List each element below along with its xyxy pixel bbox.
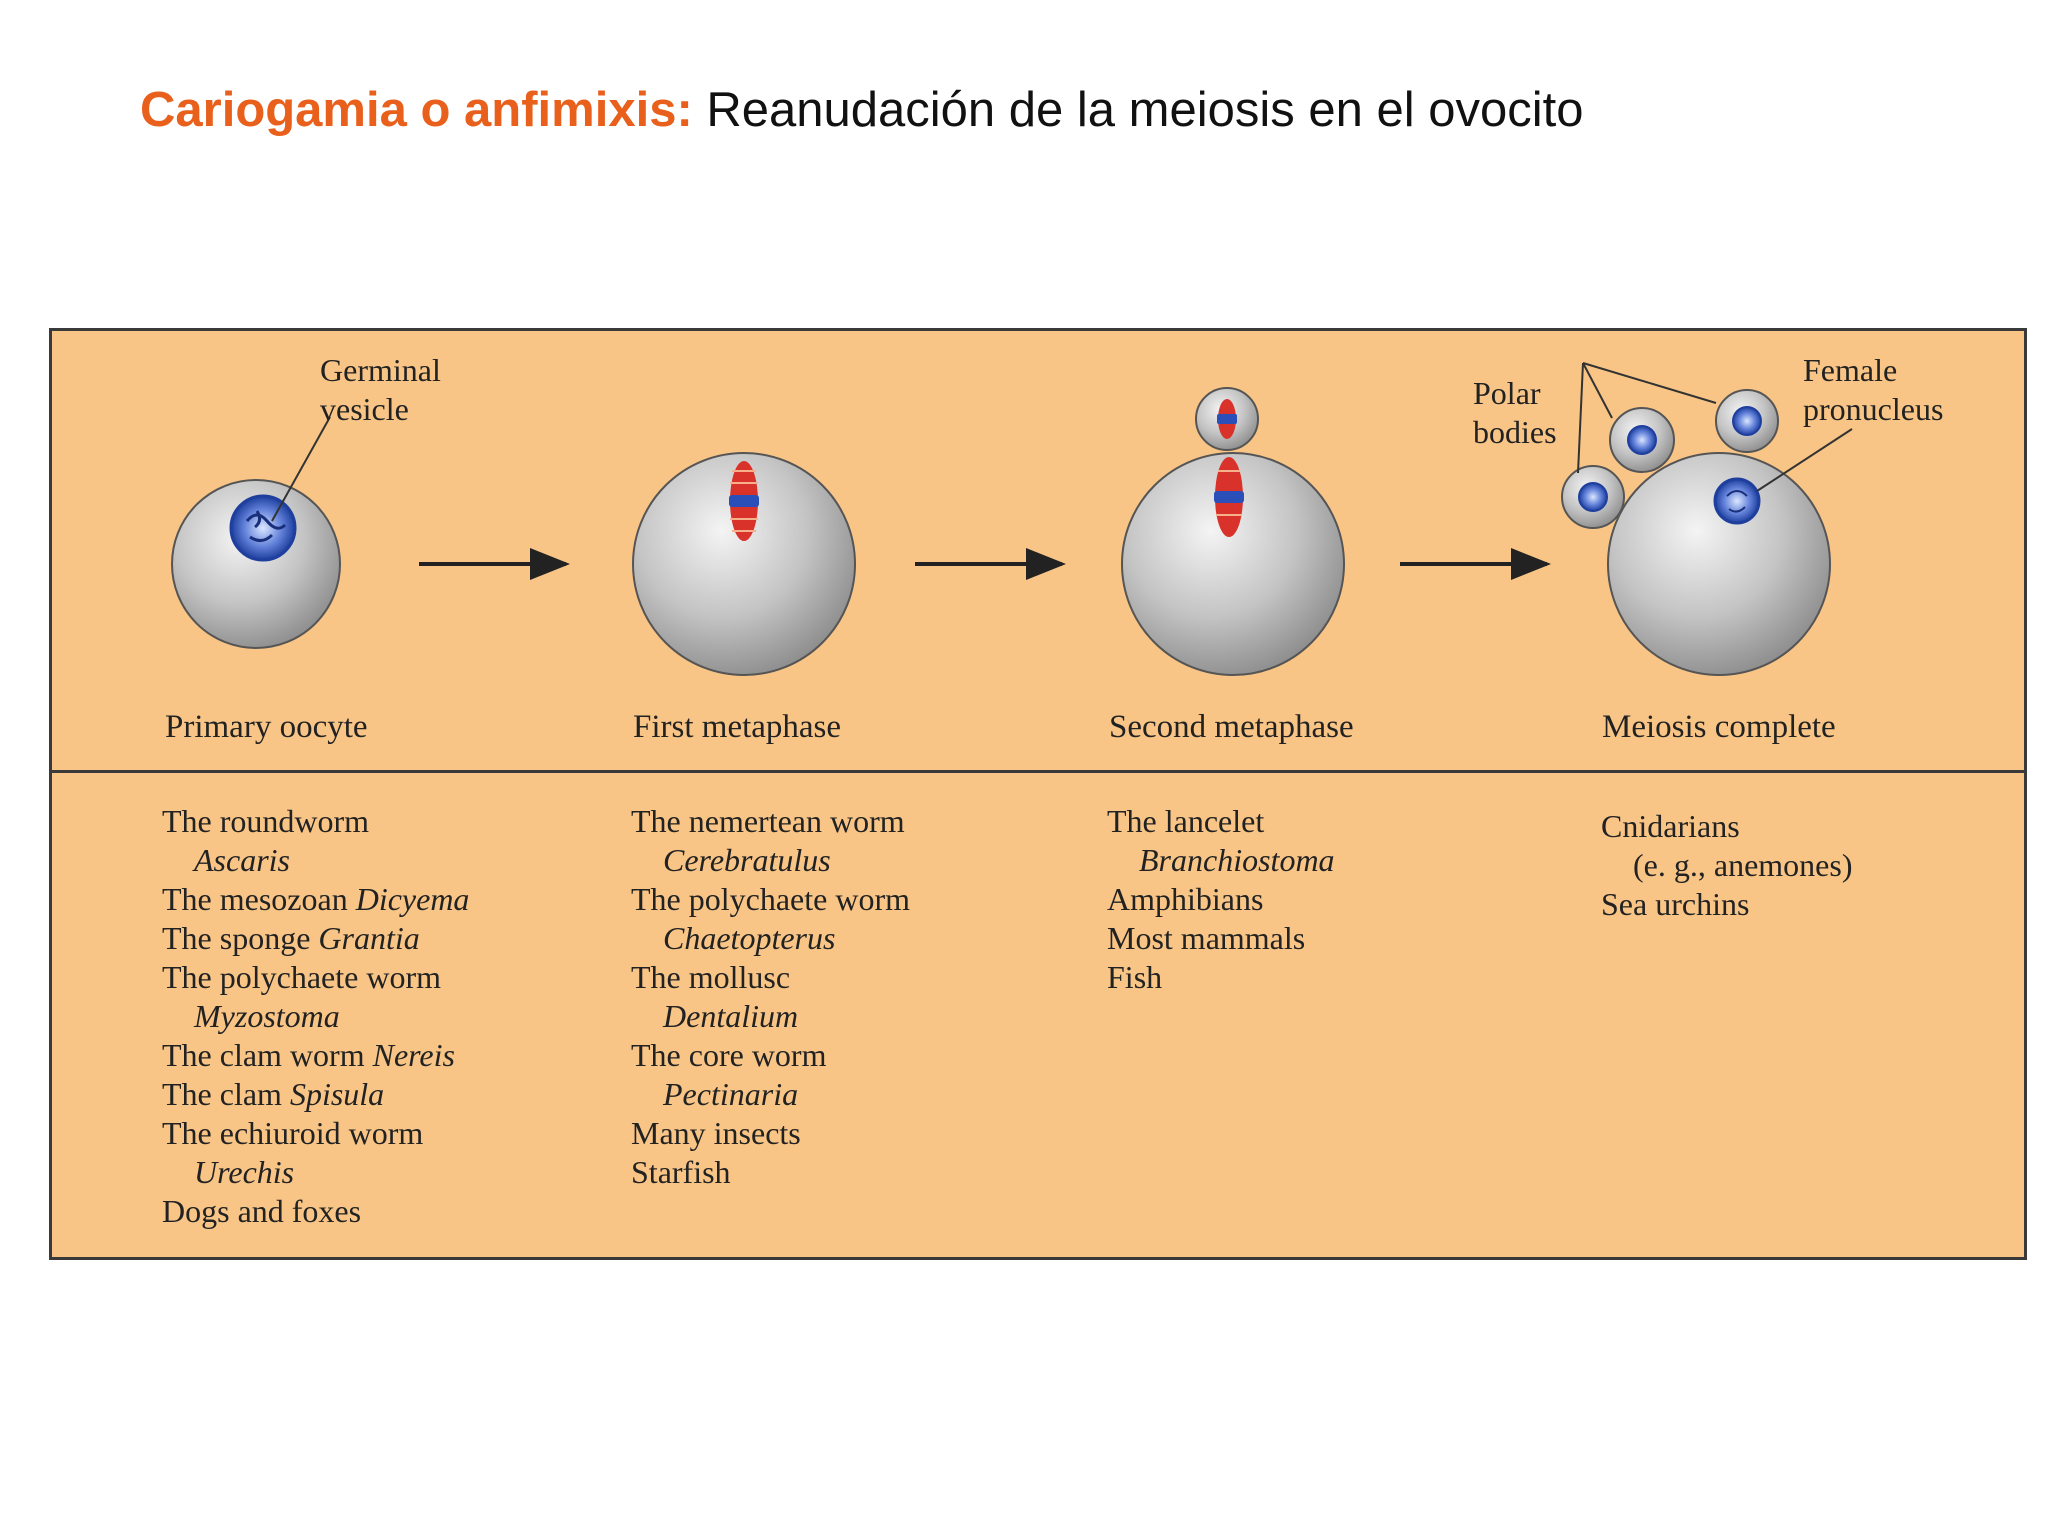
organism-entry: (e. g., anemones) — [1601, 846, 1852, 885]
figure-divider — [52, 770, 2024, 773]
organism-text: Amphibians — [1107, 881, 1264, 917]
stage-label-second-metaphase: Second metaphase — [1109, 709, 1354, 745]
organism-entry: Sea urchins — [1601, 885, 1852, 924]
second-metaphase-cell — [1121, 387, 1345, 676]
slide-title: Cariogamia o anfimixis: Reanudación de l… — [140, 82, 1583, 138]
organism-entry: Most mammals — [1107, 919, 1335, 958]
organism-entry: The echiuroid worm — [162, 1114, 469, 1153]
organism-entry: Cnidarians — [1601, 807, 1852, 846]
organism-entry: Dogs and foxes — [162, 1192, 469, 1231]
organism-text: The roundworm — [162, 803, 370, 839]
organism-entry: Chaetopterus — [631, 919, 910, 958]
organism-text: The sponge — [162, 920, 319, 956]
title-rest: Reanudación de la meiosis en el ovocito — [692, 83, 1584, 137]
organism-entry: The lancelet — [1107, 802, 1335, 841]
organism-text: Dogs and foxes — [162, 1193, 362, 1229]
organism-entry: Dentalium — [631, 997, 910, 1036]
organism-genus: Nereis — [372, 1037, 455, 1073]
organism-text: The echiuroid worm — [162, 1115, 424, 1151]
organism-entry: Myzostoma — [162, 997, 469, 1036]
organism-text: Cnidarians — [1601, 808, 1740, 844]
callout-line: Female — [1803, 352, 1898, 388]
organism-entry: Branchiostoma — [1107, 841, 1335, 880]
organism-genus: Branchiostoma — [1139, 842, 1335, 878]
organism-entry: Starfish — [631, 1153, 910, 1192]
organism-genus: Grantia — [318, 920, 420, 956]
stage-label-primary-oocyte: Primary oocyte — [165, 709, 368, 745]
organism-text: The lancelet — [1107, 803, 1265, 839]
meiosis-complete-cell — [1561, 362, 1853, 676]
organism-genus: Dicyema — [355, 881, 470, 917]
organism-text: The clam — [162, 1076, 290, 1112]
organism-list: Cnidarians(e. g., anemones)Sea urchins — [1601, 807, 1852, 924]
stage-label-first-metaphase: First metaphase — [633, 709, 842, 745]
organism-entry: Pectinaria — [631, 1075, 910, 1114]
meiosis-figure: Germinal vesicle Polar bodies Female pro… — [49, 328, 2027, 1260]
organism-entry: Urechis — [162, 1153, 469, 1192]
callout-line: bodies — [1473, 414, 1557, 450]
female-pronucleus-nucleus — [1713, 477, 1761, 525]
organism-entry: The mollusc — [631, 958, 910, 997]
organism-text: Starfish — [631, 1154, 731, 1190]
organism-entry: Amphibians — [1107, 880, 1335, 919]
organism-entry: Fish — [1107, 958, 1335, 997]
meiotic-spindle-1 — [729, 461, 759, 541]
organism-entry: Cerebratulus — [631, 841, 910, 880]
organism-entry: The mesozoan Dicyema — [162, 880, 469, 919]
organism-text: The core worm — [631, 1037, 827, 1073]
organism-entry: The core worm — [631, 1036, 910, 1075]
organism-entry: Many insects — [631, 1114, 910, 1153]
organism-genus: Pectinaria — [663, 1076, 799, 1112]
organism-entry: The clam worm Nereis — [162, 1036, 469, 1075]
germinal-vesicle-nucleus — [229, 494, 297, 562]
germinal-vesicle-leader — [271, 416, 331, 522]
organism-text: The mesozoan — [162, 881, 356, 917]
organism-text: (e. g., anemones) — [1633, 847, 1853, 883]
first-metaphase-cell — [632, 452, 856, 676]
organism-genus: Chaetopterus — [663, 920, 836, 956]
organism-genus: Spisula — [289, 1076, 385, 1112]
primary-oocyte-cell — [171, 416, 341, 649]
organism-text: The polychaete worm — [162, 959, 441, 995]
organism-entry: The polychaete worm — [162, 958, 469, 997]
organism-genus: Ascaris — [194, 842, 290, 878]
organism-genus: Urechis — [194, 1154, 295, 1190]
organism-entry: The roundworm — [162, 802, 469, 841]
polar-body-spindle — [1217, 399, 1237, 439]
callout-line: pronucleus — [1803, 391, 1944, 427]
organism-genus: Dentalium — [663, 998, 799, 1034]
stage-label-meiosis-complete: Meiosis complete — [1602, 709, 1836, 745]
organism-genus: Myzostoma — [194, 998, 340, 1034]
germinal-vesicle-label: Germinal vesicle — [320, 351, 441, 429]
organism-text: The polychaete worm — [631, 881, 910, 917]
organism-entry: Ascaris — [162, 841, 469, 880]
organism-text: The mollusc — [631, 959, 791, 995]
meiotic-spindle-2 — [1214, 457, 1244, 537]
organism-text: Most mammals — [1107, 920, 1306, 956]
organism-entry: The clam Spisula — [162, 1075, 469, 1114]
organism-entry: The sponge Grantia — [162, 919, 469, 958]
figure-illustration — [171, 362, 1853, 676]
callout-line: vesicle — [320, 391, 409, 427]
title-accent: Cariogamia o anfimixis: — [140, 83, 693, 137]
callout-line: Germinal — [320, 352, 441, 388]
organism-genus: Cerebratulus — [663, 842, 831, 878]
organism-text: Fish — [1107, 959, 1163, 995]
callout-line: Polar — [1473, 375, 1541, 411]
organism-text: Sea urchins — [1601, 886, 1750, 922]
organism-entry: The polychaete worm — [631, 880, 910, 919]
organism-text: Many insects — [631, 1115, 801, 1151]
female-pronucleus-label: Female pronucleus — [1803, 351, 1943, 429]
organism-text: The nemertean worm — [631, 803, 905, 839]
organism-text: The clam worm — [162, 1037, 373, 1073]
polar-bodies-label: Polar bodies — [1473, 374, 1557, 452]
organism-entry: The nemertean worm — [631, 802, 910, 841]
